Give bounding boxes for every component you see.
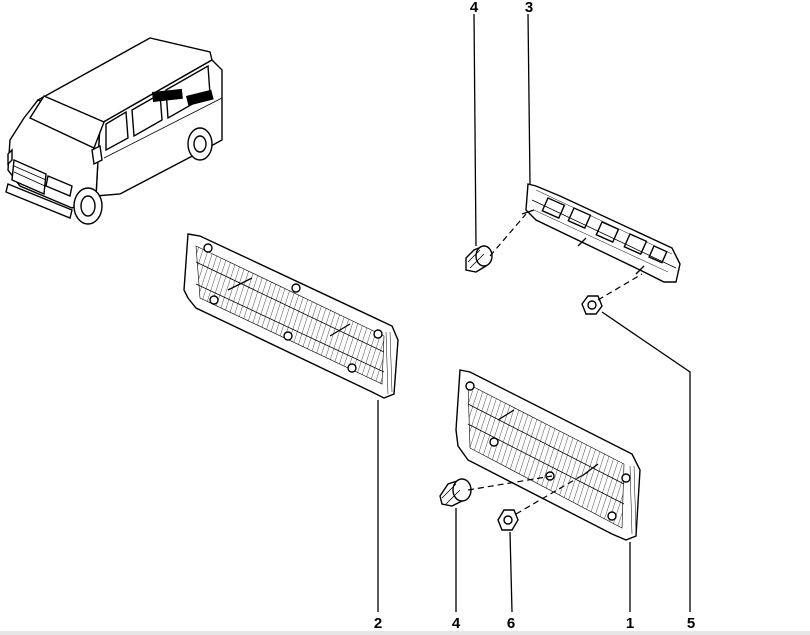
callout-2: 2 [374, 615, 382, 632]
callout-4-bottom: 4 [452, 615, 461, 632]
callout-6: 6 [507, 615, 515, 632]
callout-1: 1 [626, 615, 634, 632]
callout-3: 3 [525, 0, 533, 16]
nut-icon [497, 509, 519, 531]
push-clip-icon [439, 478, 472, 507]
bottom-border [0, 631, 810, 635]
trim-rail-part-3 [521, 183, 681, 283]
assembly-lines [467, 213, 643, 515]
push-clip-icon [465, 245, 493, 273]
trim-panel-part-1 [455, 369, 641, 541]
callout-4-top: 4 [470, 0, 479, 16]
nut-icon [581, 295, 603, 315]
callout-5: 5 [687, 615, 695, 632]
leader-lines [377, 13, 691, 613]
trim-panel-part-2 [183, 233, 399, 399]
van-icon [5, 37, 223, 225]
